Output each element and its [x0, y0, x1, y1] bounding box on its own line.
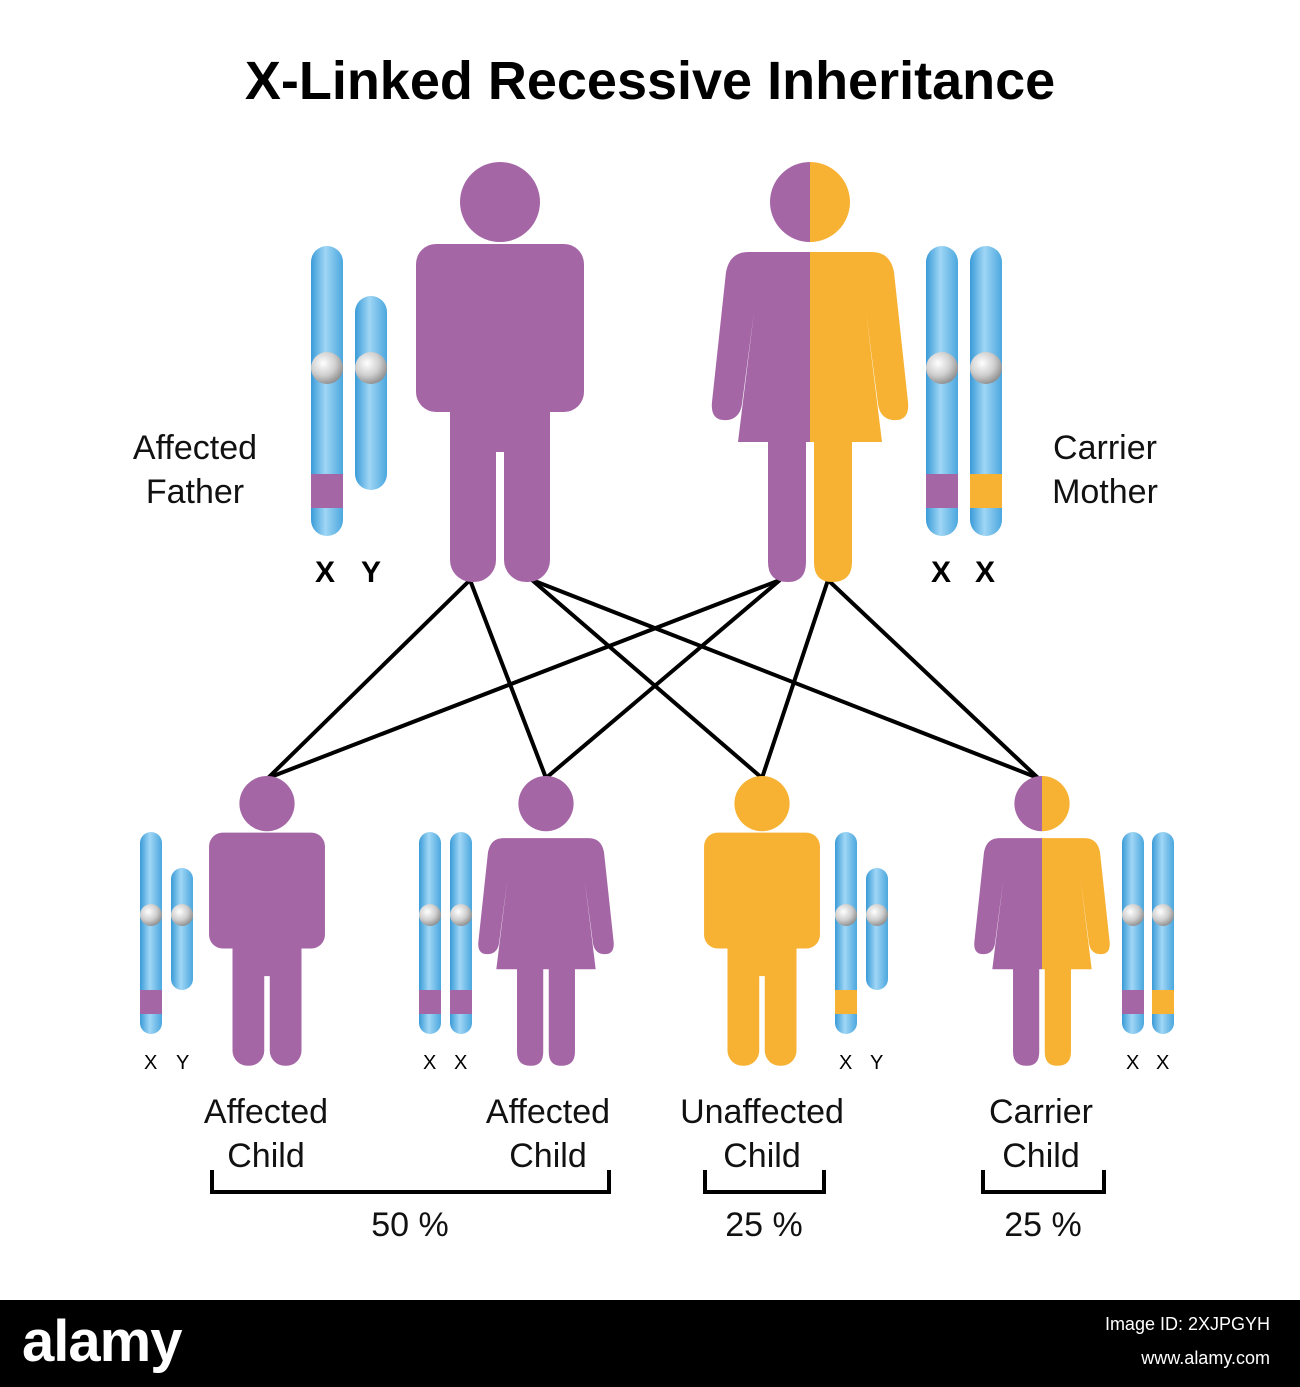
mother-chromosomes	[926, 246, 1002, 536]
child-3-chrom-left-label: X	[839, 1052, 853, 1074]
child-4-figure	[974, 776, 1110, 1066]
child-3-figure	[704, 776, 820, 1066]
father-chrom-left-label: X	[315, 556, 336, 589]
bracket-affected	[210, 1170, 611, 1194]
watermark-footer: alamy Image ID: 2XJPGYH www.alamy.com	[0, 1300, 1300, 1387]
child-3-label-line2: Child	[723, 1137, 801, 1175]
child-1-label: Affected Child	[176, 1090, 356, 1178]
diagram-canvas	[140, 162, 1174, 1194]
child-2-chromosomes	[419, 832, 472, 1034]
child-1-chromosomes	[140, 832, 193, 1034]
mother-figure	[711, 162, 909, 582]
child-2-label-line2: Child	[509, 1137, 587, 1175]
mother-label-line2: Mother	[1052, 473, 1158, 511]
child-4-chrom-left-label: X	[1126, 1052, 1140, 1074]
father-label-line1: Affected	[132, 429, 258, 467]
bracket-carrier	[981, 1170, 1106, 1194]
brand-logo: alamy	[22, 1309, 182, 1374]
child-1-figure	[209, 776, 325, 1066]
father-label: Affected Father	[100, 426, 290, 514]
percent-affected: 50 %	[371, 1206, 449, 1244]
child-4-chromosomes	[1122, 832, 1174, 1034]
mother-label: Carrier Mother	[1010, 426, 1200, 514]
child-3-label: Unaffected Child	[662, 1090, 862, 1178]
brackets	[210, 1170, 1106, 1194]
father-chromosomes	[311, 246, 387, 536]
percent-carrier: 25 %	[1004, 1206, 1082, 1244]
bracket-unaffected	[703, 1170, 826, 1194]
connection-lines	[266, 578, 1040, 780]
mother-chrom-right-label: X	[975, 556, 996, 589]
child-4-label-line1: Carrier	[989, 1093, 1093, 1131]
child-4-label-line2: Child	[1002, 1137, 1080, 1175]
child-3-chromosomes	[835, 832, 888, 1034]
child-1-label-line2: Child	[227, 1137, 305, 1175]
child-2-chrom-right-label: X	[454, 1052, 468, 1074]
percent-unaffected: 25 %	[725, 1206, 803, 1244]
image-id-text: Image ID: 2XJPGYH	[1104, 1314, 1270, 1334]
mother-chrom-left-label: X	[931, 556, 952, 589]
child-4-label: Carrier Child	[951, 1090, 1131, 1178]
site-url-text: www.alamy.com	[1141, 1348, 1270, 1368]
child-1-chrom-left-label: X	[144, 1052, 158, 1074]
child-2-figure	[478, 776, 614, 1066]
page-title: X-Linked Recessive Inheritance	[244, 51, 1056, 111]
father-figure	[416, 162, 584, 582]
child-1-chrom-right-label: Y	[176, 1052, 190, 1074]
child-2-chrom-left-label: X	[423, 1052, 437, 1074]
father-label-line2: Father	[145, 473, 245, 511]
mother-label-line1: Carrier	[1053, 429, 1157, 467]
child-3-label-line1: Unaffected	[680, 1093, 844, 1131]
child-3-chrom-right-label: Y	[870, 1052, 884, 1074]
child-4-chrom-right-label: X	[1156, 1052, 1170, 1074]
child-1-label-line1: Affected	[203, 1093, 329, 1131]
father-chrom-right-label: Y	[361, 556, 382, 589]
inheritance-diagram	[140, 162, 1174, 1194]
child-2-label: Affected Child	[458, 1090, 638, 1178]
child-2-label-line1: Affected	[485, 1093, 611, 1131]
